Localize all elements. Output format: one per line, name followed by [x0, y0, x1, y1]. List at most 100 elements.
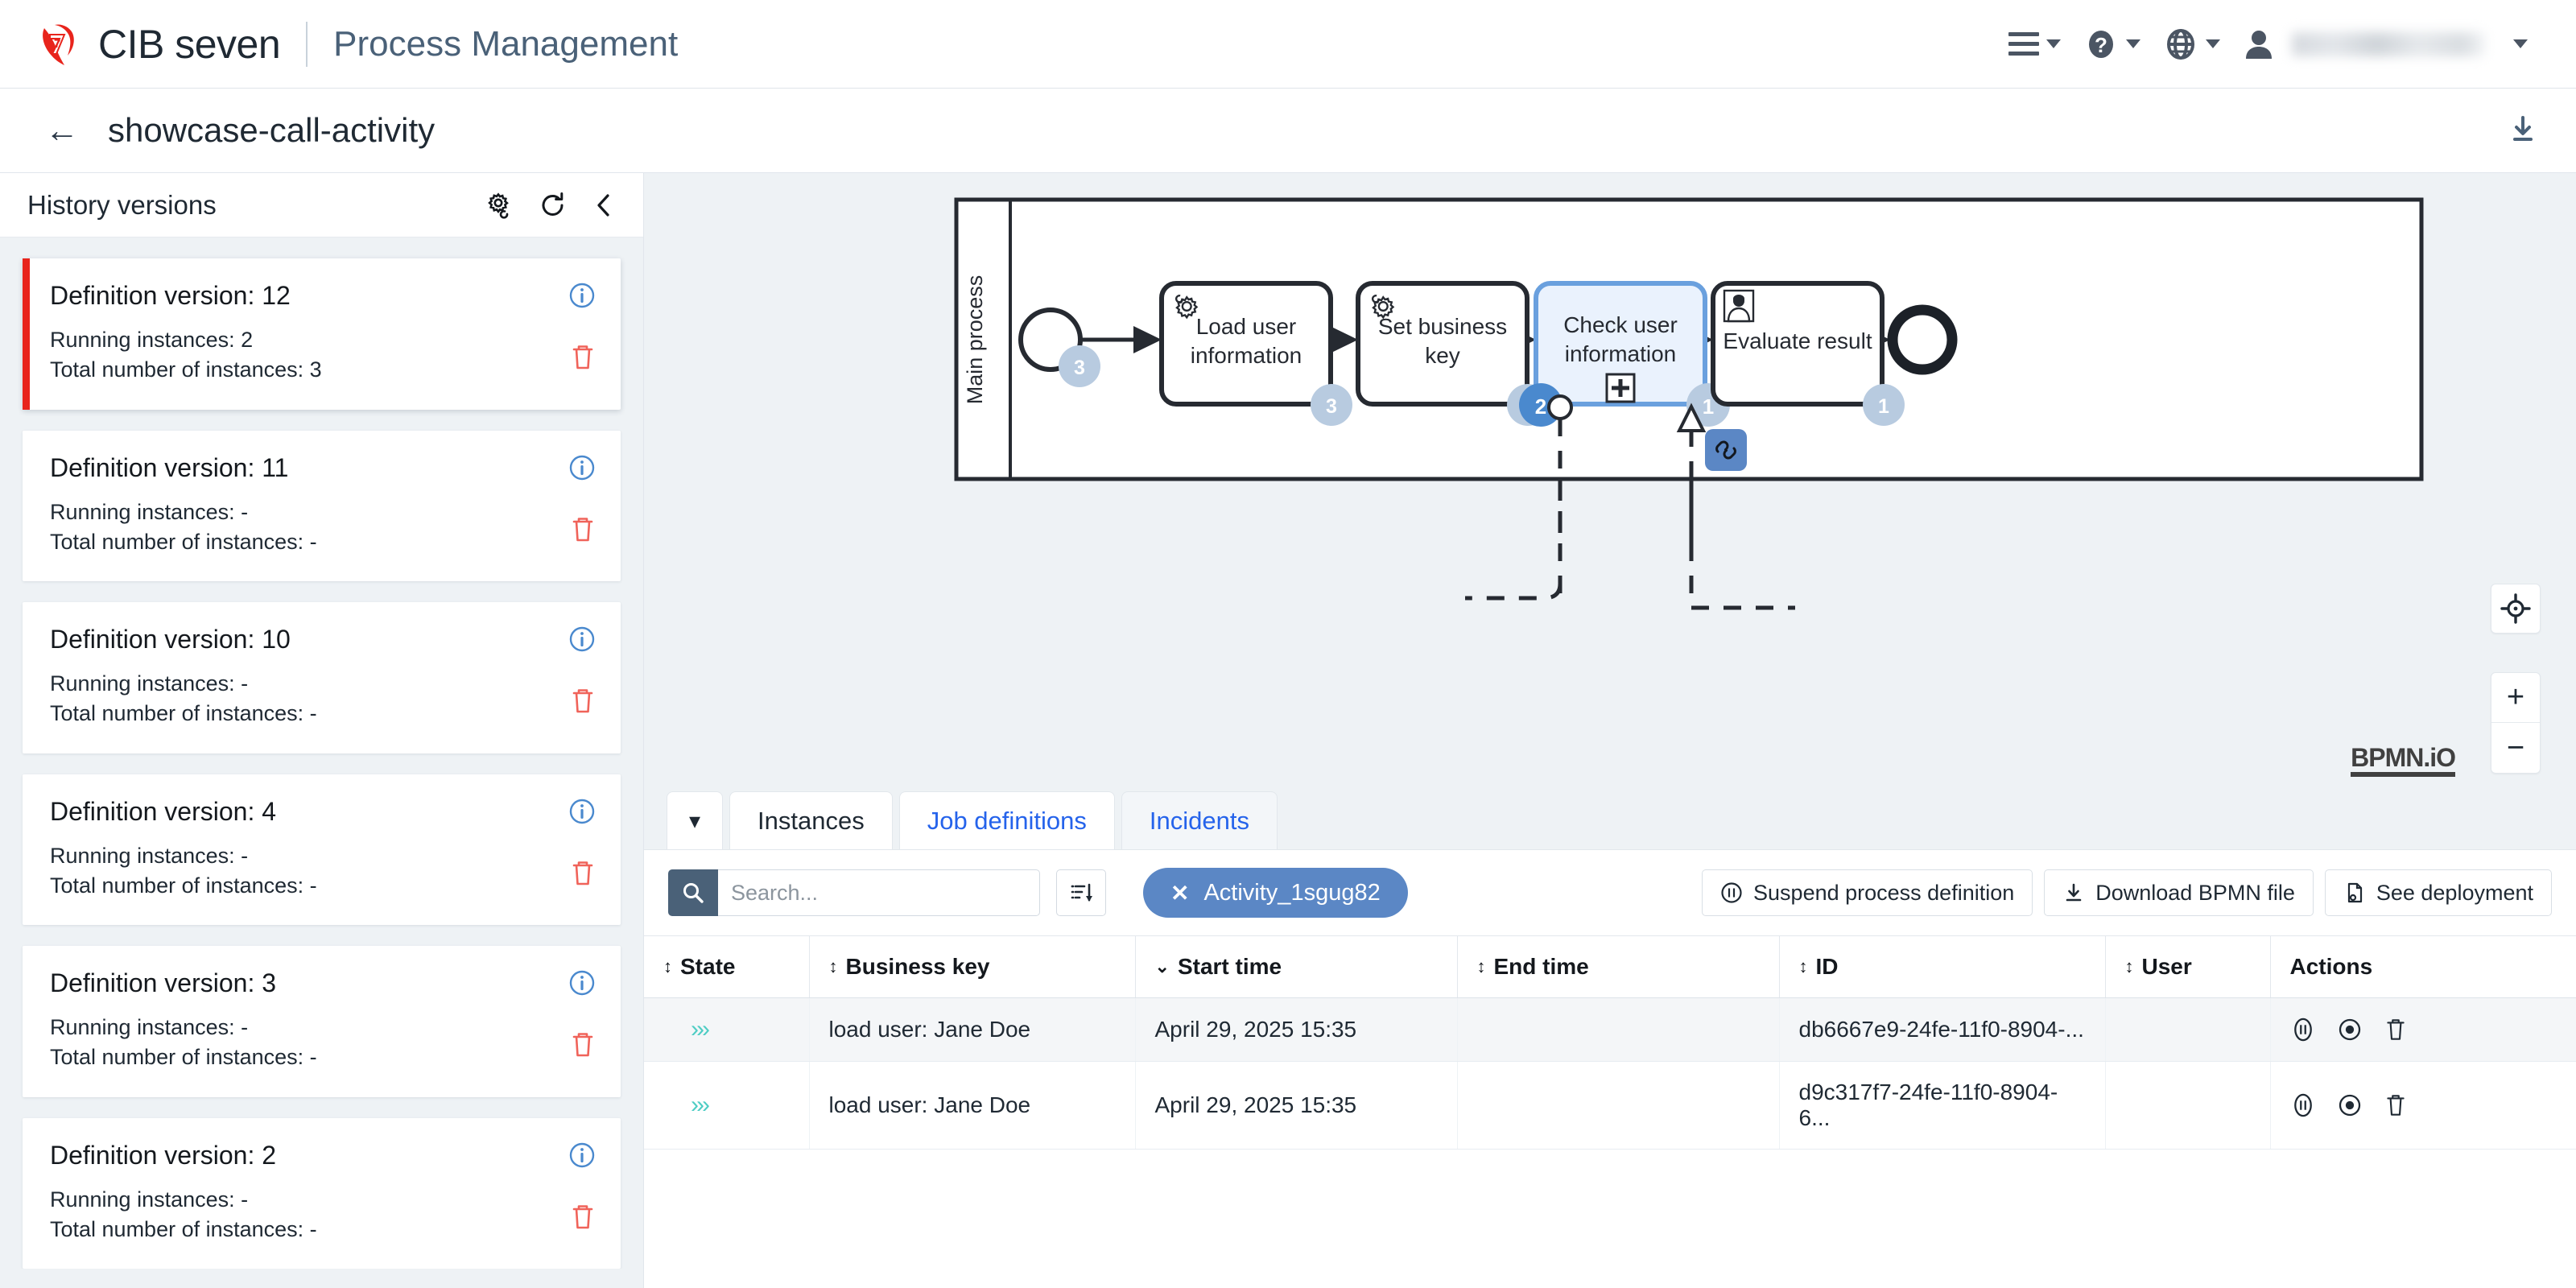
- bpmn-end-event[interactable]: [1887, 304, 1958, 375]
- sort-indicator-icon: ↕: [2124, 956, 2134, 976]
- tab-collapse-toggle[interactable]: ▾: [667, 791, 723, 849]
- info-icon[interactable]: [568, 453, 597, 486]
- user-name-label: [2292, 31, 2485, 56]
- refresh-icon[interactable]: [539, 191, 568, 220]
- user-icon: [2246, 30, 2272, 59]
- deployment-file-icon: [2347, 882, 2362, 903]
- suspend-icon[interactable]: [2290, 1017, 2316, 1042]
- tab-incidents[interactable]: Incidents: [1121, 791, 1278, 849]
- info-icon[interactable]: [568, 281, 597, 314]
- collapse-left-icon[interactable]: [592, 191, 616, 220]
- suspend-icon[interactable]: [2290, 1092, 2316, 1118]
- svg-text:3: 3: [1326, 395, 1337, 418]
- bpmn-user-task-evaluate-result[interactable]: Evaluate result 1: [1711, 281, 1905, 426]
- svg-text:Check user: Check user: [1563, 312, 1678, 337]
- version-card[interactable]: Definition version: 10 Running instances…: [23, 602, 621, 753]
- see-deployment-button[interactable]: See deployment: [2324, 869, 2552, 916]
- table-body: ››› load user: Jane Doe April 29, 2025 1…: [644, 997, 2576, 1150]
- button-label: See deployment: [2376, 880, 2533, 905]
- diagram-zoom-controls[interactable]: + −: [2491, 672, 2541, 774]
- crosshair-reset-icon: [2500, 593, 2531, 624]
- menu-dropdown-button[interactable]: [1997, 24, 2072, 64]
- hamburger-icon: [2008, 32, 2039, 56]
- col-actions: Actions: [2270, 935, 2576, 998]
- button-label: Download BPMN file: [2095, 880, 2295, 905]
- cell-user: [2105, 997, 2271, 1062]
- col-user[interactable]: ↕ User: [2105, 935, 2271, 998]
- bpmn-diagram-svg: Main process: [644, 173, 2576, 785]
- sub-header: ← showcase-call-activity: [0, 89, 2576, 173]
- sort-button[interactable]: [1056, 869, 1106, 916]
- tab-instances[interactable]: Instances: [729, 791, 893, 849]
- search-input[interactable]: [718, 869, 1040, 916]
- language-dropdown-button[interactable]: [2152, 19, 2231, 70]
- delete-icon[interactable]: [569, 858, 597, 891]
- download-bpmn-file-button[interactable]: Download BPMN file: [2044, 869, 2314, 916]
- view-icon[interactable]: [2337, 1092, 2363, 1118]
- table-row[interactable]: ››› load user: Jane Doe April 29, 2025 1…: [644, 1061, 2576, 1150]
- cell-actions: [2270, 997, 2576, 1062]
- bpmn-task-load-user-information[interactable]: Load user information 3: [1159, 281, 1352, 426]
- col-end-time[interactable]: ↕End time: [1457, 935, 1780, 998]
- col-label: Start time: [1177, 954, 1282, 979]
- state-running-icon: ›››: [691, 1016, 710, 1042]
- col-label: User: [2141, 954, 2192, 979]
- toolbar-actions: Suspend process definition Download BPMN…: [1702, 869, 2552, 916]
- version-card[interactable]: Definition version: 12 Running instances…: [23, 258, 621, 410]
- search-button[interactable]: [668, 869, 718, 916]
- back-arrow-icon[interactable]: ←: [45, 111, 79, 149]
- instances-panel: ✕ Activity_1sgug82 Suspend process defin…: [644, 849, 2576, 1288]
- running-instances: Running instances: -: [50, 499, 249, 524]
- help-dropdown-button[interactable]: ?: [2072, 19, 2152, 70]
- zoom-in-button[interactable]: +: [2491, 673, 2540, 723]
- version-card[interactable]: Definition version: 3 Running instances:…: [23, 946, 621, 1097]
- sort-desc-icon: ⌄: [1154, 956, 1170, 976]
- tab-job-definitions[interactable]: Job definitions: [898, 791, 1115, 849]
- suspend-process-definition-button[interactable]: Suspend process definition: [1702, 869, 2033, 916]
- download-icon[interactable]: [2507, 113, 2539, 149]
- running-instances: Running instances: -: [50, 843, 249, 868]
- delete-icon[interactable]: [569, 514, 597, 547]
- diagram-reset-button[interactable]: [2491, 584, 2541, 634]
- activity-filter-chip[interactable]: ✕ Activity_1sgug82: [1143, 868, 1408, 918]
- col-start-time[interactable]: ⌄ Start time: [1135, 935, 1458, 998]
- info-icon[interactable]: [568, 797, 597, 830]
- version-card[interactable]: Definition version: 4 Running instances:…: [23, 774, 621, 925]
- close-icon[interactable]: ✕: [1170, 880, 1190, 906]
- settings-gear-icon[interactable]: [485, 191, 514, 220]
- cell-start-time: April 29, 2025 15:35: [1135, 997, 1458, 1062]
- user-menu-button[interactable]: [2231, 19, 2539, 70]
- col-id[interactable]: ↕ID: [1779, 935, 2106, 998]
- brand-name: CIB seven: [98, 21, 281, 67]
- delete-icon[interactable]: [569, 1202, 597, 1235]
- col-state[interactable]: ↕State: [644, 935, 810, 998]
- delete-icon[interactable]: [2384, 1092, 2408, 1118]
- version-card[interactable]: Definition version: 2 Running instances:…: [23, 1117, 621, 1269]
- main-content: Main process: [644, 173, 2576, 1288]
- delete-icon[interactable]: [569, 1030, 597, 1063]
- delete-icon[interactable]: [569, 686, 597, 719]
- svg-text:3: 3: [1074, 357, 1085, 379]
- search-icon: [683, 883, 704, 903]
- total-instances: Total number of instances: -: [50, 529, 317, 554]
- info-icon[interactable]: [568, 625, 597, 658]
- svg-text:information: information: [1191, 343, 1302, 368]
- bpmn-call-activity-check-user-information[interactable]: Check user information 2 1: [1519, 281, 1747, 551]
- chevron-down-icon: [2126, 39, 2140, 48]
- info-icon[interactable]: [568, 968, 597, 1001]
- delete-icon[interactable]: [569, 342, 597, 375]
- col-business-key[interactable]: ↕Business key: [809, 935, 1136, 998]
- globe-icon: [2167, 28, 2194, 60]
- sort-icon: [1071, 883, 1092, 902]
- sort-indicator-icon: ↕: [828, 956, 838, 976]
- info-icon[interactable]: [568, 1141, 597, 1174]
- view-icon[interactable]: [2337, 1017, 2363, 1042]
- table-row[interactable]: ››› load user: Jane Doe April 29, 2025 1…: [644, 997, 2576, 1062]
- version-card[interactable]: Definition version: 11 Running instances…: [23, 430, 621, 581]
- total-instances: Total number of instances: -: [50, 873, 317, 898]
- cell-end-time: [1457, 1061, 1780, 1150]
- search-box: [668, 869, 1040, 916]
- bpmn-diagram-canvas[interactable]: Main process: [644, 173, 2576, 785]
- delete-icon[interactable]: [2384, 1017, 2408, 1042]
- zoom-out-button[interactable]: −: [2506, 730, 2525, 765]
